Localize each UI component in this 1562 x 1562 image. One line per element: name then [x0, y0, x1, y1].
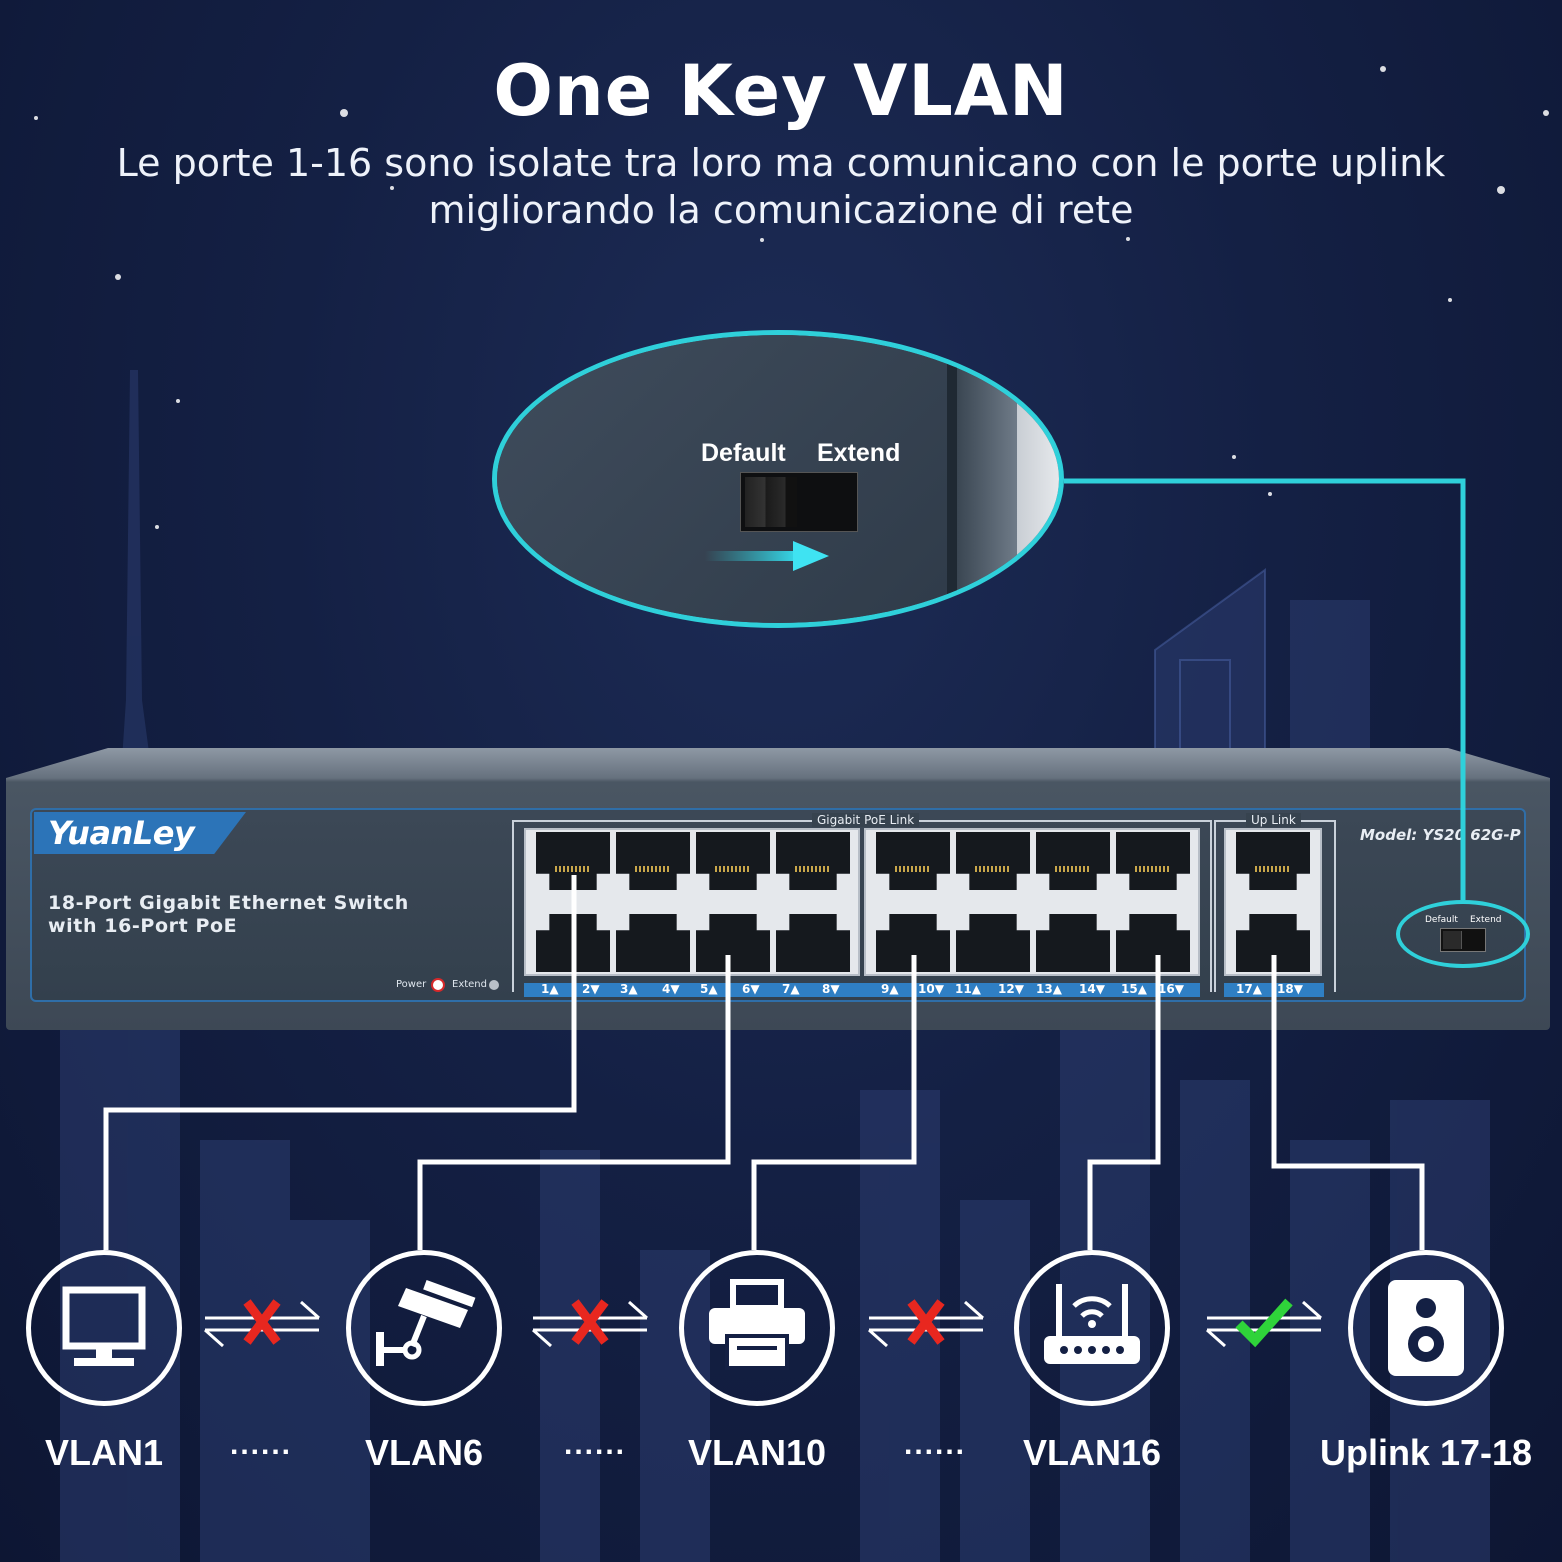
page-title: One Key VLAN [493, 50, 1069, 132]
port-contacts [795, 866, 831, 872]
device-circle [346, 1250, 502, 1406]
port-contacts [555, 866, 591, 872]
bidirectional-arrow-icon [1206, 1298, 1322, 1348]
port-number-label: 14▼ [1079, 982, 1105, 996]
subtitle-line-2: migliorando la comunicazione di rete [428, 188, 1134, 232]
bidirectional-arrow-icon [868, 1299, 984, 1348]
slide-right-arrow-icon [705, 541, 829, 571]
dip-switch-highlight [1396, 900, 1530, 968]
port-contacts [635, 866, 671, 872]
port-number-label: 11▲ [955, 982, 981, 996]
vlan-label: Uplink 17-18 [1319, 1432, 1533, 1473]
model-number: Model: YS20 62G-P [1360, 826, 1521, 844]
device-circle [1348, 1250, 1504, 1406]
vlan-label: VLAN1 [44, 1432, 164, 1473]
port-number-label: 18▼ [1277, 982, 1303, 996]
port-number-label: 4▼ [662, 982, 680, 996]
separator-dots: ...... [904, 1428, 967, 1461]
port-number-label: 2▼ [582, 982, 600, 996]
port-contacts [715, 866, 751, 872]
port-number-label: 17▲ [1236, 982, 1262, 996]
bidirectional-arrow-icon [532, 1299, 648, 1348]
device-circle [26, 1250, 182, 1406]
red-x-icon [571, 1299, 609, 1345]
cctv-camera-icon [376, 1279, 476, 1366]
port-contacts [975, 866, 1011, 872]
port-number-label: 15▲ [1121, 982, 1147, 996]
separator-dots: ...... [230, 1428, 293, 1461]
port-contacts [1055, 866, 1091, 872]
printer-icon [709, 1279, 805, 1370]
port-contacts [895, 866, 931, 872]
device-circle [679, 1250, 835, 1406]
port-contacts [1135, 866, 1171, 872]
product-line-1: 18-Port Gigabit Ethernet Switch [48, 892, 409, 914]
monitor-icon [62, 1286, 146, 1366]
zoom-dip-switch [740, 472, 858, 532]
green-check-icon [1235, 1298, 1293, 1348]
vlan-label: VLAN6 [364, 1432, 484, 1473]
port-number-label: 3▲ [620, 982, 638, 996]
port-number-label: 12▼ [998, 982, 1024, 996]
port-number-bar-1-16 [524, 983, 1200, 997]
extend-led-label: Extend [452, 979, 487, 990]
wifi-router-icon [1044, 1284, 1140, 1364]
zoom-extend-label: Extend [817, 439, 901, 467]
zoom-default-label: Default [701, 439, 786, 467]
red-x-icon [243, 1299, 281, 1345]
product-description: 18-Port Gigabit Ethernet Switch with 16-… [48, 892, 409, 938]
port-number-label: 8▼ [822, 982, 840, 996]
port-number-label: 5▲ [700, 982, 718, 996]
uplink-group-label: Up Link [1246, 813, 1301, 827]
extend-led-icon [489, 980, 499, 990]
product-line-2: with 16-Port PoE [48, 915, 238, 937]
red-x-icon [907, 1299, 945, 1345]
subtitle-line-1: Le porte 1-16 sono isolate tra loro ma c… [116, 141, 1446, 185]
port-number-label: 7▲ [782, 982, 800, 996]
poe-group-label: Gigabit PoE Link [812, 813, 920, 827]
brand-logo: YuanLey [48, 814, 195, 852]
power-led-icon [433, 980, 443, 990]
device-circle [1014, 1250, 1170, 1406]
port-number-label: 6▼ [742, 982, 760, 996]
port-number-label: 9▲ [881, 982, 899, 996]
port-number-label: 10▼ [918, 982, 944, 996]
brand-badge [34, 812, 246, 854]
port-number-label: 1▲ [541, 982, 559, 996]
separator-dots: ...... [564, 1428, 627, 1461]
bidirectional-arrow-icon [204, 1299, 320, 1348]
speaker-icon [1388, 1280, 1464, 1376]
vlan-label: VLAN10 [687, 1432, 827, 1473]
port-contacts [1255, 866, 1291, 872]
port-number-label: 13▲ [1036, 982, 1062, 996]
vlan-label: VLAN16 [1022, 1432, 1162, 1473]
port-number-label: 16▼ [1158, 982, 1184, 996]
power-led-label: Power [396, 979, 427, 990]
page-subtitle: Le porte 1-16 sono isolate tra loro ma c… [60, 140, 1502, 234]
